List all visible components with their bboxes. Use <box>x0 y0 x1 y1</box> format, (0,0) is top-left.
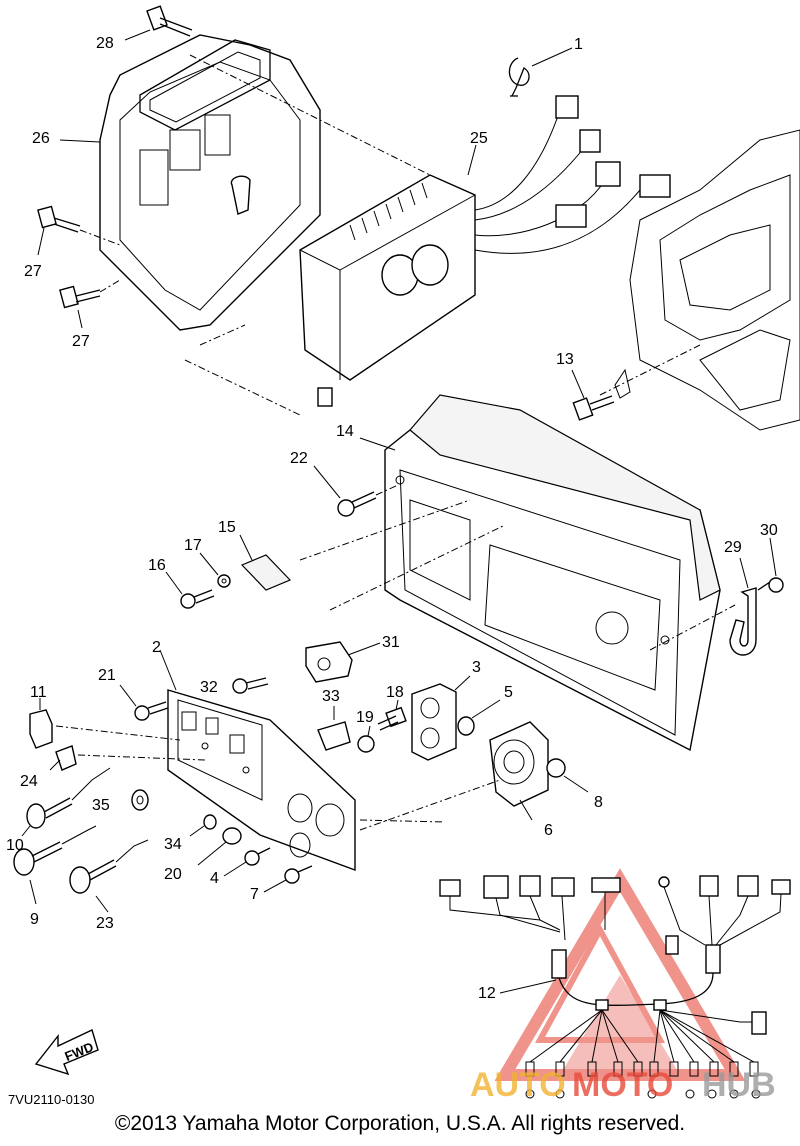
callout-29: 29 <box>724 539 742 556</box>
callout-4: 4 <box>210 870 219 887</box>
part-18-screw <box>377 699 407 731</box>
callout-20: 20 <box>164 866 182 883</box>
callout-24: 24 <box>20 773 38 790</box>
part-8-nut <box>546 758 589 793</box>
callout-22: 22 <box>290 450 308 467</box>
part-13-bolt-ground <box>571 368 631 421</box>
callout-6: 6 <box>544 822 553 839</box>
callout-14: 14 <box>336 423 354 440</box>
part-5-grommet <box>457 699 501 736</box>
part-10-indicator-lamp <box>21 767 111 837</box>
callout-7: 7 <box>250 886 259 903</box>
callout-2: 2 <box>152 639 161 656</box>
callout-3: 3 <box>472 659 481 676</box>
part-27-bolt-upper <box>37 205 121 256</box>
callout-34: 34 <box>164 836 182 853</box>
part-7-screw <box>263 865 313 893</box>
part-28-bolt <box>124 5 193 41</box>
part-33-switch <box>317 706 351 751</box>
part-24-switch <box>49 745 206 771</box>
callout-30: 30 <box>760 522 778 539</box>
callout-17: 17 <box>184 537 202 554</box>
watermark-moto: MOTO <box>572 1066 673 1104</box>
part-15-label-pad <box>239 534 292 591</box>
copyright-notice: ©2013 Yamaha Motor Corporation, U.S.A. A… <box>114 1112 686 1135</box>
callout-16: 16 <box>148 557 166 574</box>
part-12-wire-harness <box>439 875 791 1099</box>
part-2-front-plate <box>159 649 356 872</box>
diagram-code: 7VU2110-0130 <box>8 1092 95 1107</box>
part-23-indicator-lamp <box>69 839 149 913</box>
callout-9: 9 <box>30 911 39 928</box>
part-14-panel-frame <box>299 394 736 752</box>
callout-18: 18 <box>386 684 404 701</box>
fwd-arrow-icon: FWD <box>34 1029 99 1076</box>
watermark-hub: HUB <box>702 1066 776 1104</box>
callout-33: 33 <box>322 688 340 705</box>
callout-21: 21 <box>98 667 116 684</box>
callout-27a: 27 <box>24 263 42 280</box>
part-21-screw <box>119 684 169 721</box>
callout-32: 32 <box>200 679 218 696</box>
callout-28: 28 <box>96 35 114 52</box>
callout-35: 35 <box>92 797 110 814</box>
callout-13: 13 <box>556 351 574 368</box>
part-27-bolt-lower <box>59 279 121 329</box>
callout-15: 15 <box>218 519 236 536</box>
callout-26: 26 <box>32 130 50 147</box>
part-9-indicator-lamp <box>13 825 97 905</box>
watermark-auto: AUTO <box>470 1066 566 1104</box>
part-31-breaker <box>305 641 381 683</box>
callout-19: 19 <box>356 709 374 726</box>
callout-11: 11 <box>30 684 47 701</box>
callout-1: 1 <box>574 36 583 53</box>
part-20-nut <box>197 827 242 866</box>
part-32-screw <box>232 677 269 694</box>
part-34-screw <box>189 814 217 837</box>
part-30-screw <box>757 537 784 593</box>
callout-31: 31 <box>382 634 400 651</box>
part-35-grommet <box>131 789 149 811</box>
part-4-screw <box>223 847 271 877</box>
part-19-washer <box>357 725 375 753</box>
callout-labels: 1 2 3 4 5 6 7 8 9 10 11 12 13 14 15 16 1… <box>6 35 778 1002</box>
callout-27b: 27 <box>72 333 90 350</box>
engine-block <box>599 129 800 431</box>
part-3-receptacle <box>411 675 471 761</box>
part-25-inverter-unit <box>184 95 671 416</box>
watermark-logo-triangle <box>494 868 746 1081</box>
part-1-clamp-clip <box>508 47 573 97</box>
callout-5: 5 <box>504 684 513 701</box>
part-29-hook <box>729 557 757 656</box>
callout-23: 23 <box>96 915 114 932</box>
part-17-washer <box>199 552 231 588</box>
callout-8: 8 <box>594 794 603 811</box>
part-26-cover <box>59 34 431 331</box>
callout-10: 10 <box>6 837 24 854</box>
part-11-switch <box>29 698 181 749</box>
callout-25: 25 <box>470 130 488 147</box>
callout-12: 12 <box>478 985 496 1002</box>
watermark-text: AUTO MOTO HUB <box>470 1066 776 1104</box>
part-6-twist-lock-receptacle <box>359 721 549 831</box>
part-16-screw <box>165 571 215 609</box>
part-22-screw <box>313 465 399 517</box>
